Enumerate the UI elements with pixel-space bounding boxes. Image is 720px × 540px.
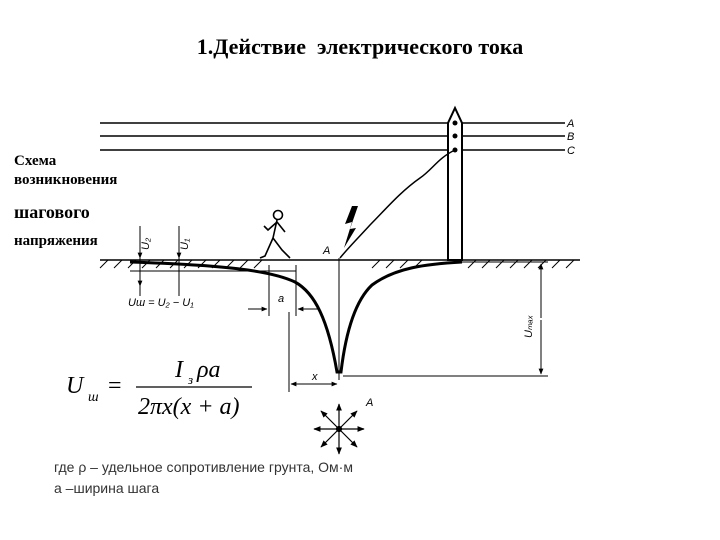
side-label-line-3: шагового <box>14 202 90 222</box>
side-label-line-4: напряжения <box>14 233 98 249</box>
umax-label: Uₘₐₓ <box>523 315 535 338</box>
fallen-conductor <box>339 149 456 259</box>
u2-label: U₂ <box>140 237 152 250</box>
formula-numerator-subscript: з <box>187 372 193 387</box>
side-label-line-1: Схема <box>14 153 57 169</box>
ground-hatching <box>99 259 575 269</box>
slide-title: 1.Действие электрического тока <box>196 34 524 59</box>
note-resistivity: где ρ – удельное сопротивление грунта, О… <box>54 459 353 475</box>
ground-point-label: A <box>322 245 330 257</box>
note-step-width: a –ширина шага <box>54 480 160 496</box>
distance-x-dimension: x <box>311 371 318 383</box>
step-voltage-formula: U ш = I з ρa 2πx(x + a) <box>66 357 252 420</box>
phase-c-label: C <box>567 145 575 157</box>
u1-label: U₁ <box>179 238 191 250</box>
phase-a-label: A <box>566 118 574 130</box>
utility-pole <box>447 105 463 261</box>
formula-equals: = <box>108 373 122 399</box>
phase-b-label: B <box>567 131 574 143</box>
step-width-dimension: a <box>278 293 284 305</box>
spark-icon <box>344 206 358 248</box>
formula-numerator-rest: ρa <box>196 357 221 383</box>
formula-lhs-subscript: ш <box>88 390 99 405</box>
formula-numerator-current: I <box>174 357 184 383</box>
person-walking-icon <box>259 209 291 259</box>
step-voltage-expression: Uш = U₂ − U₁ <box>128 297 194 309</box>
top-view-point-label: A <box>365 397 373 409</box>
current-spread-top-view <box>313 403 365 455</box>
side-label-line-2: возникновения <box>14 172 118 188</box>
formula-lhs: U <box>66 373 85 399</box>
formula-denominator: 2πx(x + a) <box>138 394 240 420</box>
